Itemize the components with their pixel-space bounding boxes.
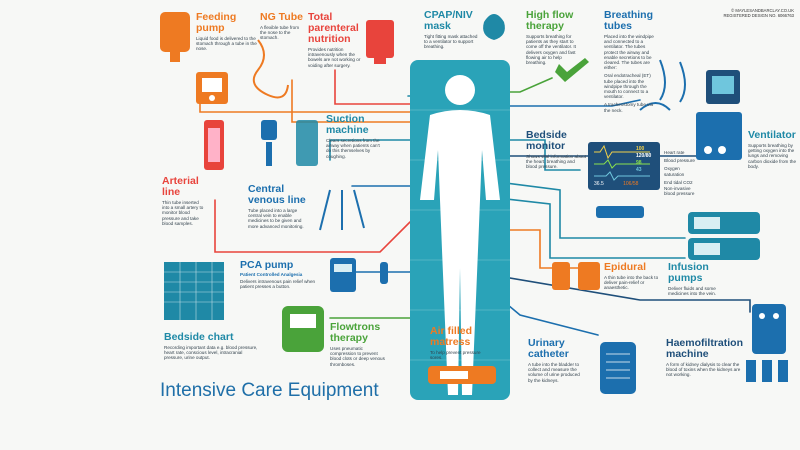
label-breathing-tubes: Breathing tubes Placed into the windpipe…	[604, 9, 654, 113]
wire-infusion1	[497, 181, 686, 239]
wire-suction	[329, 139, 413, 161]
monitor-readouts: 100 120/80 98 43	[636, 146, 652, 173]
cpap-mask-illustration	[483, 14, 505, 40]
label-ventilator: Ventilator Supports breathing by getting…	[748, 129, 797, 169]
label-infusion-pumps: Infusion pumps Deliver fluids and some m…	[668, 261, 717, 297]
cvl-illustration	[319, 189, 365, 231]
label-flowtrons: Flowtrons therapy Uses pneumatic compres…	[330, 321, 385, 367]
pca-pump-illustration	[330, 258, 388, 292]
label-air-mattress: Air filled matress To help prevent press…	[430, 325, 481, 361]
label-cpap: CPAP/NIV mask Tight fitting mask attache…	[424, 9, 478, 50]
monitor-legend: Heart rate Blood pressure Oxygen saturat…	[664, 150, 695, 197]
label-bedside-chart: Bedside chart Recording important data e…	[164, 331, 258, 361]
wire-feeding	[199, 99, 411, 113]
arterial-line-illustration	[204, 120, 224, 170]
feeding-pump-illustration	[160, 12, 228, 104]
wire-ngtube	[291, 79, 413, 123]
label-high-flow: High flow therapy Supports breathing for…	[526, 9, 576, 66]
high-flow-illustration	[555, 58, 589, 82]
label-haemofiltration: Haemofiltration machine A form of kidney…	[666, 337, 744, 378]
bedside-monitor-illustration	[588, 142, 660, 218]
breathing-tubes-illustration	[639, 59, 686, 111]
label-central-venous-line: Central venous line Tube placed into a l…	[248, 183, 306, 229]
label-suction: Suction machine Clears secretions from t…	[326, 113, 380, 159]
monitor-bottom-readouts: 36.5 106/58	[594, 181, 639, 187]
bedside-chart-illustration	[164, 262, 224, 320]
wire-breathing	[489, 99, 641, 107]
wire-arterial	[214, 199, 411, 253]
ventilator-illustration	[696, 70, 742, 160]
air-mattress-pump-illustration	[428, 366, 496, 384]
copyright-notice: © MAYLESANDBARCLAY.CO.UK REGISTERED DESI…	[723, 8, 794, 18]
urinary-bag-illustration	[600, 342, 636, 394]
label-bedside-monitor: Bedside monitor Shows vital information …	[526, 129, 587, 170]
label-urinary-catheter: Urinary catheter A tube into the bladder…	[528, 337, 580, 383]
wire-tpn	[334, 69, 411, 105]
poster-title: Intensive Care Equipment	[160, 380, 379, 401]
epidural-illustration	[552, 262, 600, 290]
wire-monitor	[509, 139, 581, 171]
tpn-bag-illustration	[366, 20, 394, 64]
label-feeding-pump: Feeding pump Liquid food is delivered to…	[196, 11, 257, 52]
wire-infusion2	[497, 197, 686, 259]
infusion-pumps-illustration	[688, 212, 760, 260]
label-arterial-line: Arterial line Thin tube inserted into a …	[162, 175, 204, 226]
label-pca-pump: PCA pump Patient Controlled Analgesia De…	[240, 259, 316, 290]
flowtrons-illustration	[282, 306, 324, 352]
label-epidural: Epidural A thin tube into the back to de…	[604, 261, 659, 291]
label-ng-tube: NG Tube A flexible tube from the nose to…	[260, 11, 303, 41]
ng-tube-illustration	[252, 39, 289, 99]
suction-illustration	[261, 120, 318, 166]
wire-epidural	[499, 229, 586, 269]
label-tpn: Total parenteral nutrition Provides nutr…	[308, 11, 361, 68]
patient-figure	[420, 75, 500, 395]
haemofiltration-illustration	[746, 304, 788, 382]
